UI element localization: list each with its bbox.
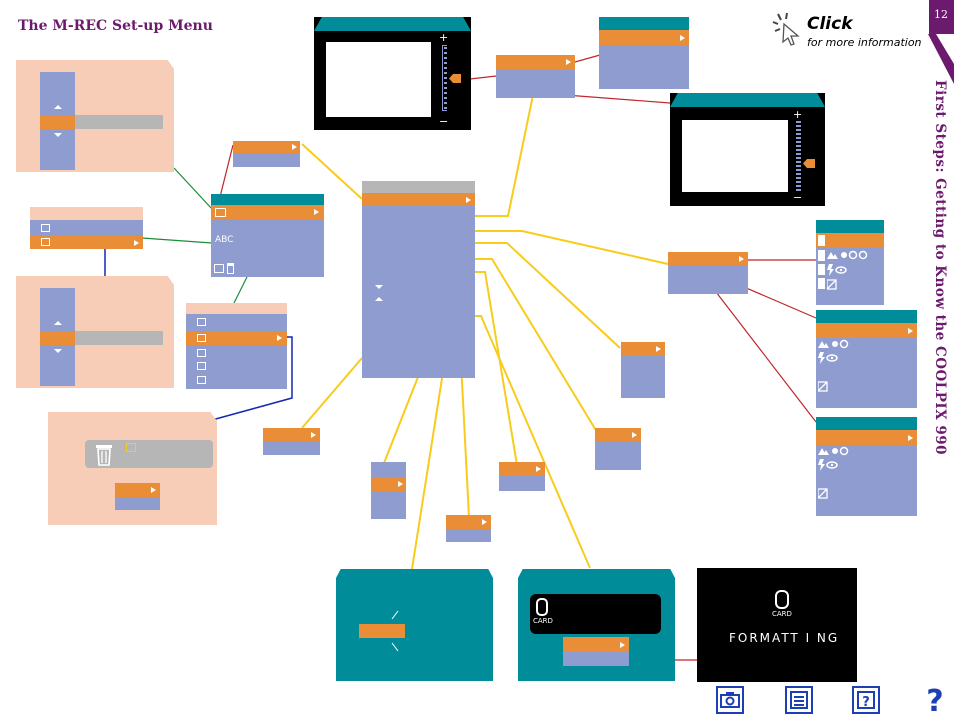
folder-menu-selected[interactable] [211, 205, 324, 219]
question-icon: ? [926, 684, 943, 714]
folder-list-menu [186, 303, 287, 389]
sidebar-slash [928, 34, 954, 84]
arrow-down-icon [375, 285, 383, 289]
abc-label: ABC [215, 235, 234, 245]
page-number: 12 [929, 0, 954, 34]
click-sublabel: for more information [807, 36, 922, 49]
card-digit-icon [775, 590, 789, 609]
monitor-screen-1: + − [314, 17, 471, 130]
card-format-screen: CARD [518, 569, 675, 681]
folder-icon [126, 443, 136, 452]
scene-icons [818, 446, 849, 499]
arrow-down-icon [54, 349, 62, 353]
folder-select-submenu [263, 428, 320, 455]
setup-menu-selected[interactable] [362, 193, 475, 206]
line-folder [301, 357, 363, 429]
formatting-text: FORMATT I NG [729, 631, 840, 645]
panel-image-adjust-1 [16, 60, 174, 172]
arrow-up-icon [54, 105, 62, 109]
folder-option-row[interactable] [30, 236, 143, 249]
option-value-bar [75, 115, 163, 129]
line-image [301, 143, 363, 200]
svg-text:?: ? [926, 684, 943, 714]
saturation-submenu [499, 462, 545, 491]
help-book-icon: ? [857, 691, 875, 710]
iso-submenu [371, 462, 406, 519]
side-title: First Steps: Getting to Know the COOLPIX… [932, 80, 948, 456]
reset-screen [336, 569, 493, 681]
scene-icons [827, 250, 868, 290]
level-marker-icon [803, 159, 815, 168]
reset-option[interactable] [359, 624, 405, 638]
menu-nav-button[interactable] [785, 686, 813, 714]
formatting-screen: CARD FORMATT I NG [697, 568, 857, 682]
click-hint[interactable]: Click for more information [772, 12, 927, 54]
reset-brackets [391, 610, 399, 652]
line-reset [411, 371, 444, 570]
arrow-up-icon [54, 321, 62, 325]
panel-delete-folder [48, 412, 217, 525]
folder-edit-icon [215, 208, 226, 217]
contrast-submenu [595, 428, 641, 470]
trash-icon [96, 445, 112, 466]
folder-icon [41, 224, 50, 232]
option-row[interactable] [40, 115, 75, 129]
line-iso [383, 371, 421, 464]
image-submenu [233, 141, 300, 167]
camera-nav-button[interactable] [716, 686, 744, 714]
scene-menu-2 [816, 310, 917, 408]
folder-list-selected[interactable] [186, 331, 287, 345]
speed-submenu [446, 515, 491, 542]
svg-text:?: ? [862, 695, 870, 710]
help-nav-button[interactable]: ? [852, 686, 880, 714]
scene-menu-3 [816, 417, 917, 516]
confirm-option[interactable] [115, 483, 160, 498]
level-marker-icon [449, 74, 461, 83]
mode-submenu [668, 252, 748, 294]
format-option[interactable] [563, 637, 629, 652]
monitor-screen-2: + − [670, 93, 825, 206]
scene-icons [818, 339, 849, 392]
page-title: The M-REC Set-up Menu [18, 18, 213, 34]
folder-menu: ABC [211, 194, 324, 277]
menu-list-icon [790, 691, 808, 709]
folder-icon [41, 238, 50, 246]
camera-icon [720, 692, 740, 708]
setup-menu-main [362, 181, 475, 378]
question-nav-button[interactable]: ? [920, 684, 950, 714]
arrow-up-icon [375, 297, 383, 301]
brightness-submenu [496, 55, 575, 98]
exposure-submenu [621, 342, 665, 398]
scene-menu-1 [816, 220, 884, 305]
folder-submenu [30, 207, 143, 249]
panel-image-adjust-2 [16, 276, 174, 388]
option-value-bar [75, 331, 163, 345]
folder-delete-icon [214, 263, 234, 274]
line-contrast [455, 258, 598, 433]
option-row[interactable] [40, 331, 75, 345]
cursor-click-icon [772, 12, 800, 46]
card-digit-icon [536, 598, 548, 616]
arrow-down-icon [54, 133, 62, 137]
brightness-mode-menu [599, 17, 689, 89]
click-label: Click [807, 14, 853, 34]
